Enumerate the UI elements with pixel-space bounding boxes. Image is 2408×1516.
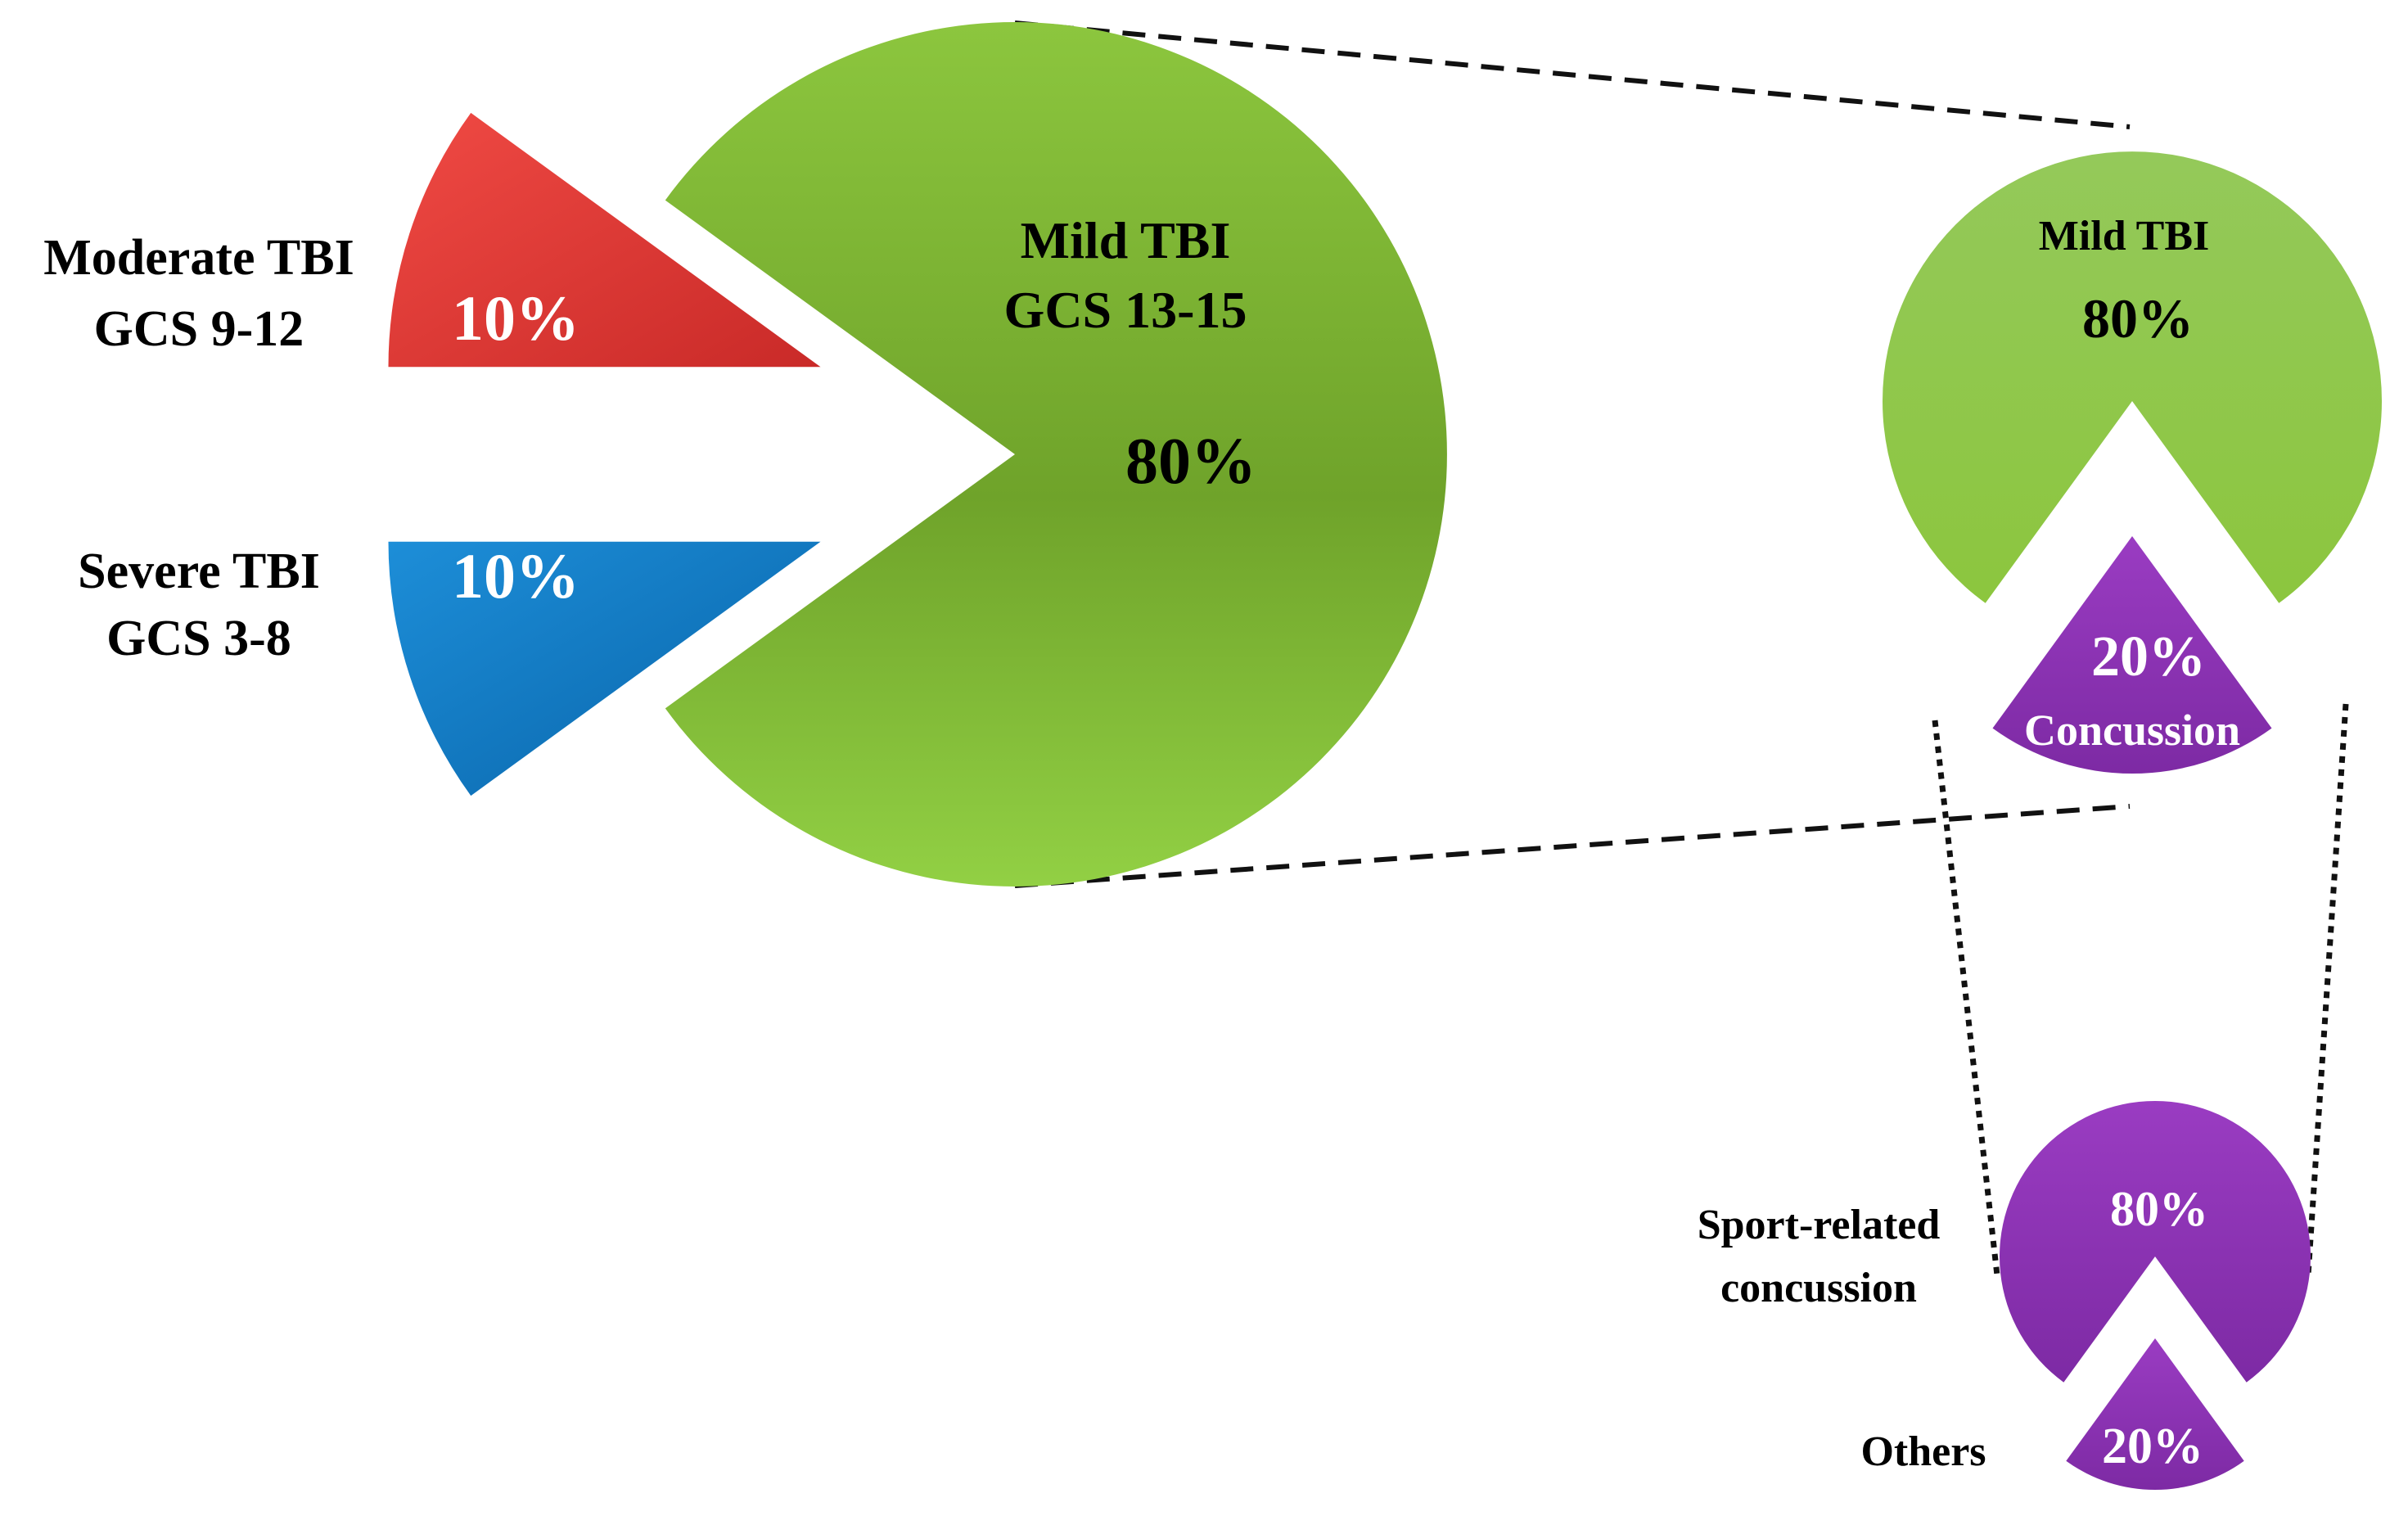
slice-moderate-tbi <box>388 112 821 368</box>
mild-tbi-value: 80% <box>1125 426 1256 498</box>
concussion-label: Concussion <box>2024 706 2240 755</box>
connector-right <box>2305 703 2349 1276</box>
zoom-mild-tbi-value: 80% <box>2082 287 2194 350</box>
slice-concussion <box>1992 536 2272 774</box>
slice-severe-tbi <box>388 541 821 796</box>
zoom-connectors <box>1014 20 2349 1276</box>
mild-tbi-label: Mild TBI <box>1021 211 1231 269</box>
concussion-value: 20% <box>2091 625 2206 688</box>
sport-related-label-line2: concussion <box>1720 1265 1917 1311</box>
slice-mild-tbi-main <box>665 21 1447 887</box>
severe-tbi-sublabel: GCS 3-8 <box>106 611 291 666</box>
moderate-tbi-label: Moderate TBI <box>43 230 354 286</box>
zoom-mild-tbi-label: Mild TBI <box>2039 213 2210 259</box>
sport-related-label-line1: Sport-related <box>1698 1202 1941 1248</box>
mild-tbi-sublabel: GCS 13-15 <box>1004 281 1247 339</box>
slice-sport-related <box>2000 1101 2311 1383</box>
main-pie <box>388 21 1447 887</box>
sport-related-value: 80% <box>2110 1182 2208 1236</box>
severe-tbi-value: 10% <box>452 540 579 611</box>
moderate-tbi-sublabel: GCS 9-12 <box>94 301 304 357</box>
slice-others <box>2066 1338 2244 1491</box>
others-value: 20% <box>2102 1419 2203 1474</box>
concussion-zoom-pie <box>2000 1101 2311 1491</box>
others-label: Others <box>1860 1428 1986 1475</box>
slice-mild-tbi-zoom <box>1883 151 2382 603</box>
connector-left <box>1932 720 2000 1276</box>
severe-tbi-label: Severe TBI <box>78 544 320 599</box>
connector-top <box>1014 20 2131 129</box>
connector-bottom <box>1014 804 2131 888</box>
mild-zoom-pie <box>1883 151 2382 774</box>
moderate-tbi-value: 10% <box>452 282 579 354</box>
